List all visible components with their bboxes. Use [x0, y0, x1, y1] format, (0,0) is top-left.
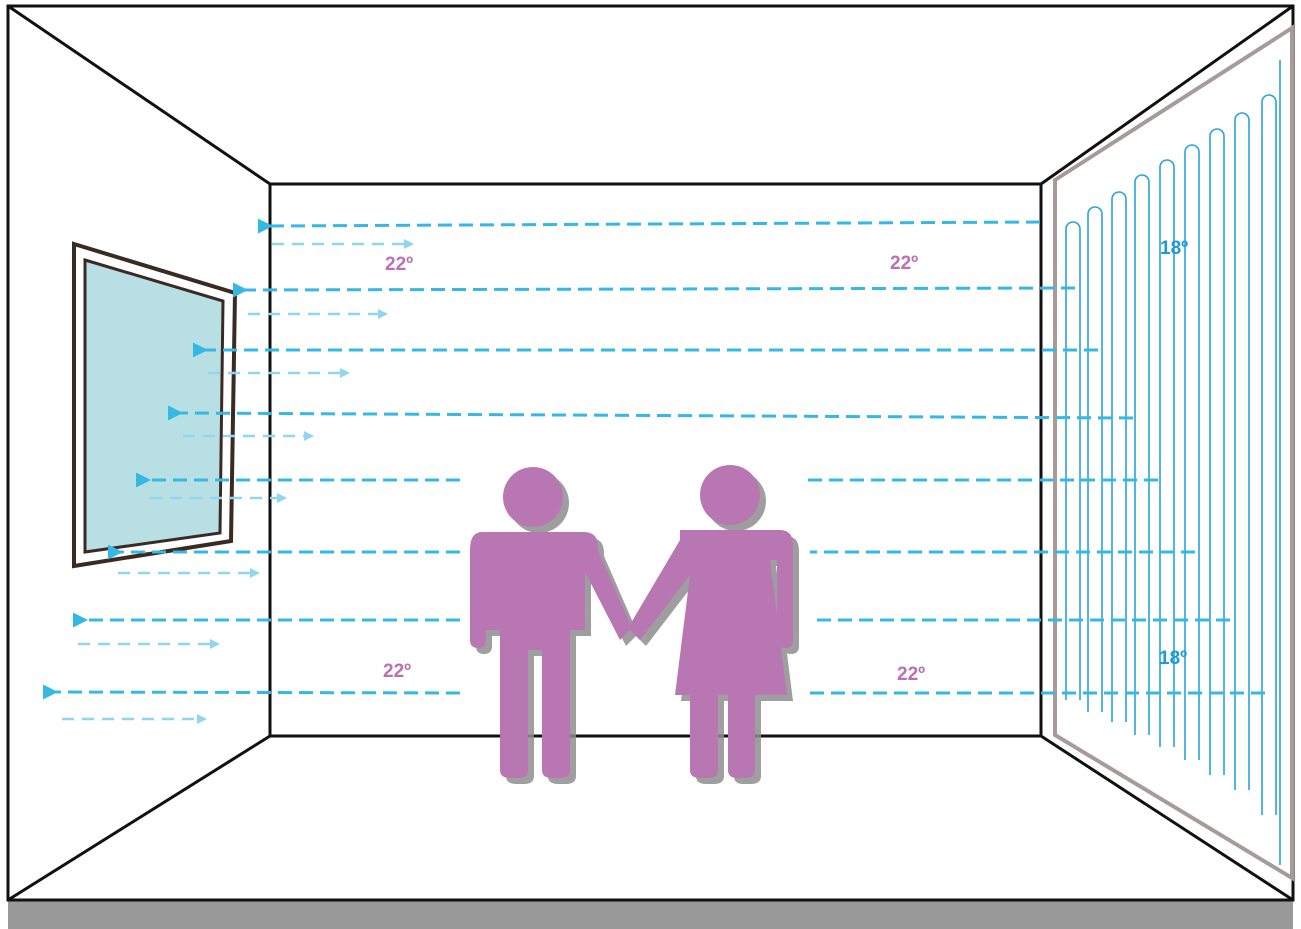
floor-band	[8, 900, 1293, 929]
heating-pipe-loop	[1134, 174, 1150, 735]
room-temp-top-right: 22º	[890, 253, 918, 274]
airflow-arrow	[167, 405, 1134, 421]
woman-figure-icon	[628, 465, 799, 784]
heating-pipe-loop	[1234, 112, 1250, 790]
heating-pipe-loop	[1159, 159, 1175, 747]
wall-temp-bottom: 18º	[1159, 648, 1187, 669]
edge-top-right	[1040, 4, 1294, 186]
airflow-arrow	[257, 218, 1041, 234]
heating-pipe-loop	[1087, 206, 1103, 712]
room-temp-top-left: 22º	[385, 254, 413, 275]
airflow-arrows	[42, 218, 1265, 724]
airflow-arrow	[42, 684, 461, 700]
edge-top-left	[7, 4, 271, 186]
heating-pipe-loop	[1184, 144, 1200, 760]
edge-bottom-left	[7, 734, 271, 902]
man-figure-icon	[470, 467, 638, 784]
edge-bottom-right	[1040, 734, 1294, 902]
heating-pipe-loop	[1209, 128, 1225, 775]
room-temp-bottom-left: 22º	[383, 661, 411, 682]
room-temp-bottom-right: 22º	[897, 664, 925, 685]
heating-pipe-loop	[1261, 94, 1277, 815]
back-wall	[268, 182, 1043, 738]
airflow-arrow	[232, 282, 1076, 298]
heating-pipe-loop	[1111, 191, 1127, 722]
wall-temp-top: 18º	[1160, 238, 1188, 259]
heating-pipes	[1065, 60, 1281, 865]
window-glass	[83, 257, 225, 554]
heating-pipe-loop	[1065, 221, 1081, 700]
